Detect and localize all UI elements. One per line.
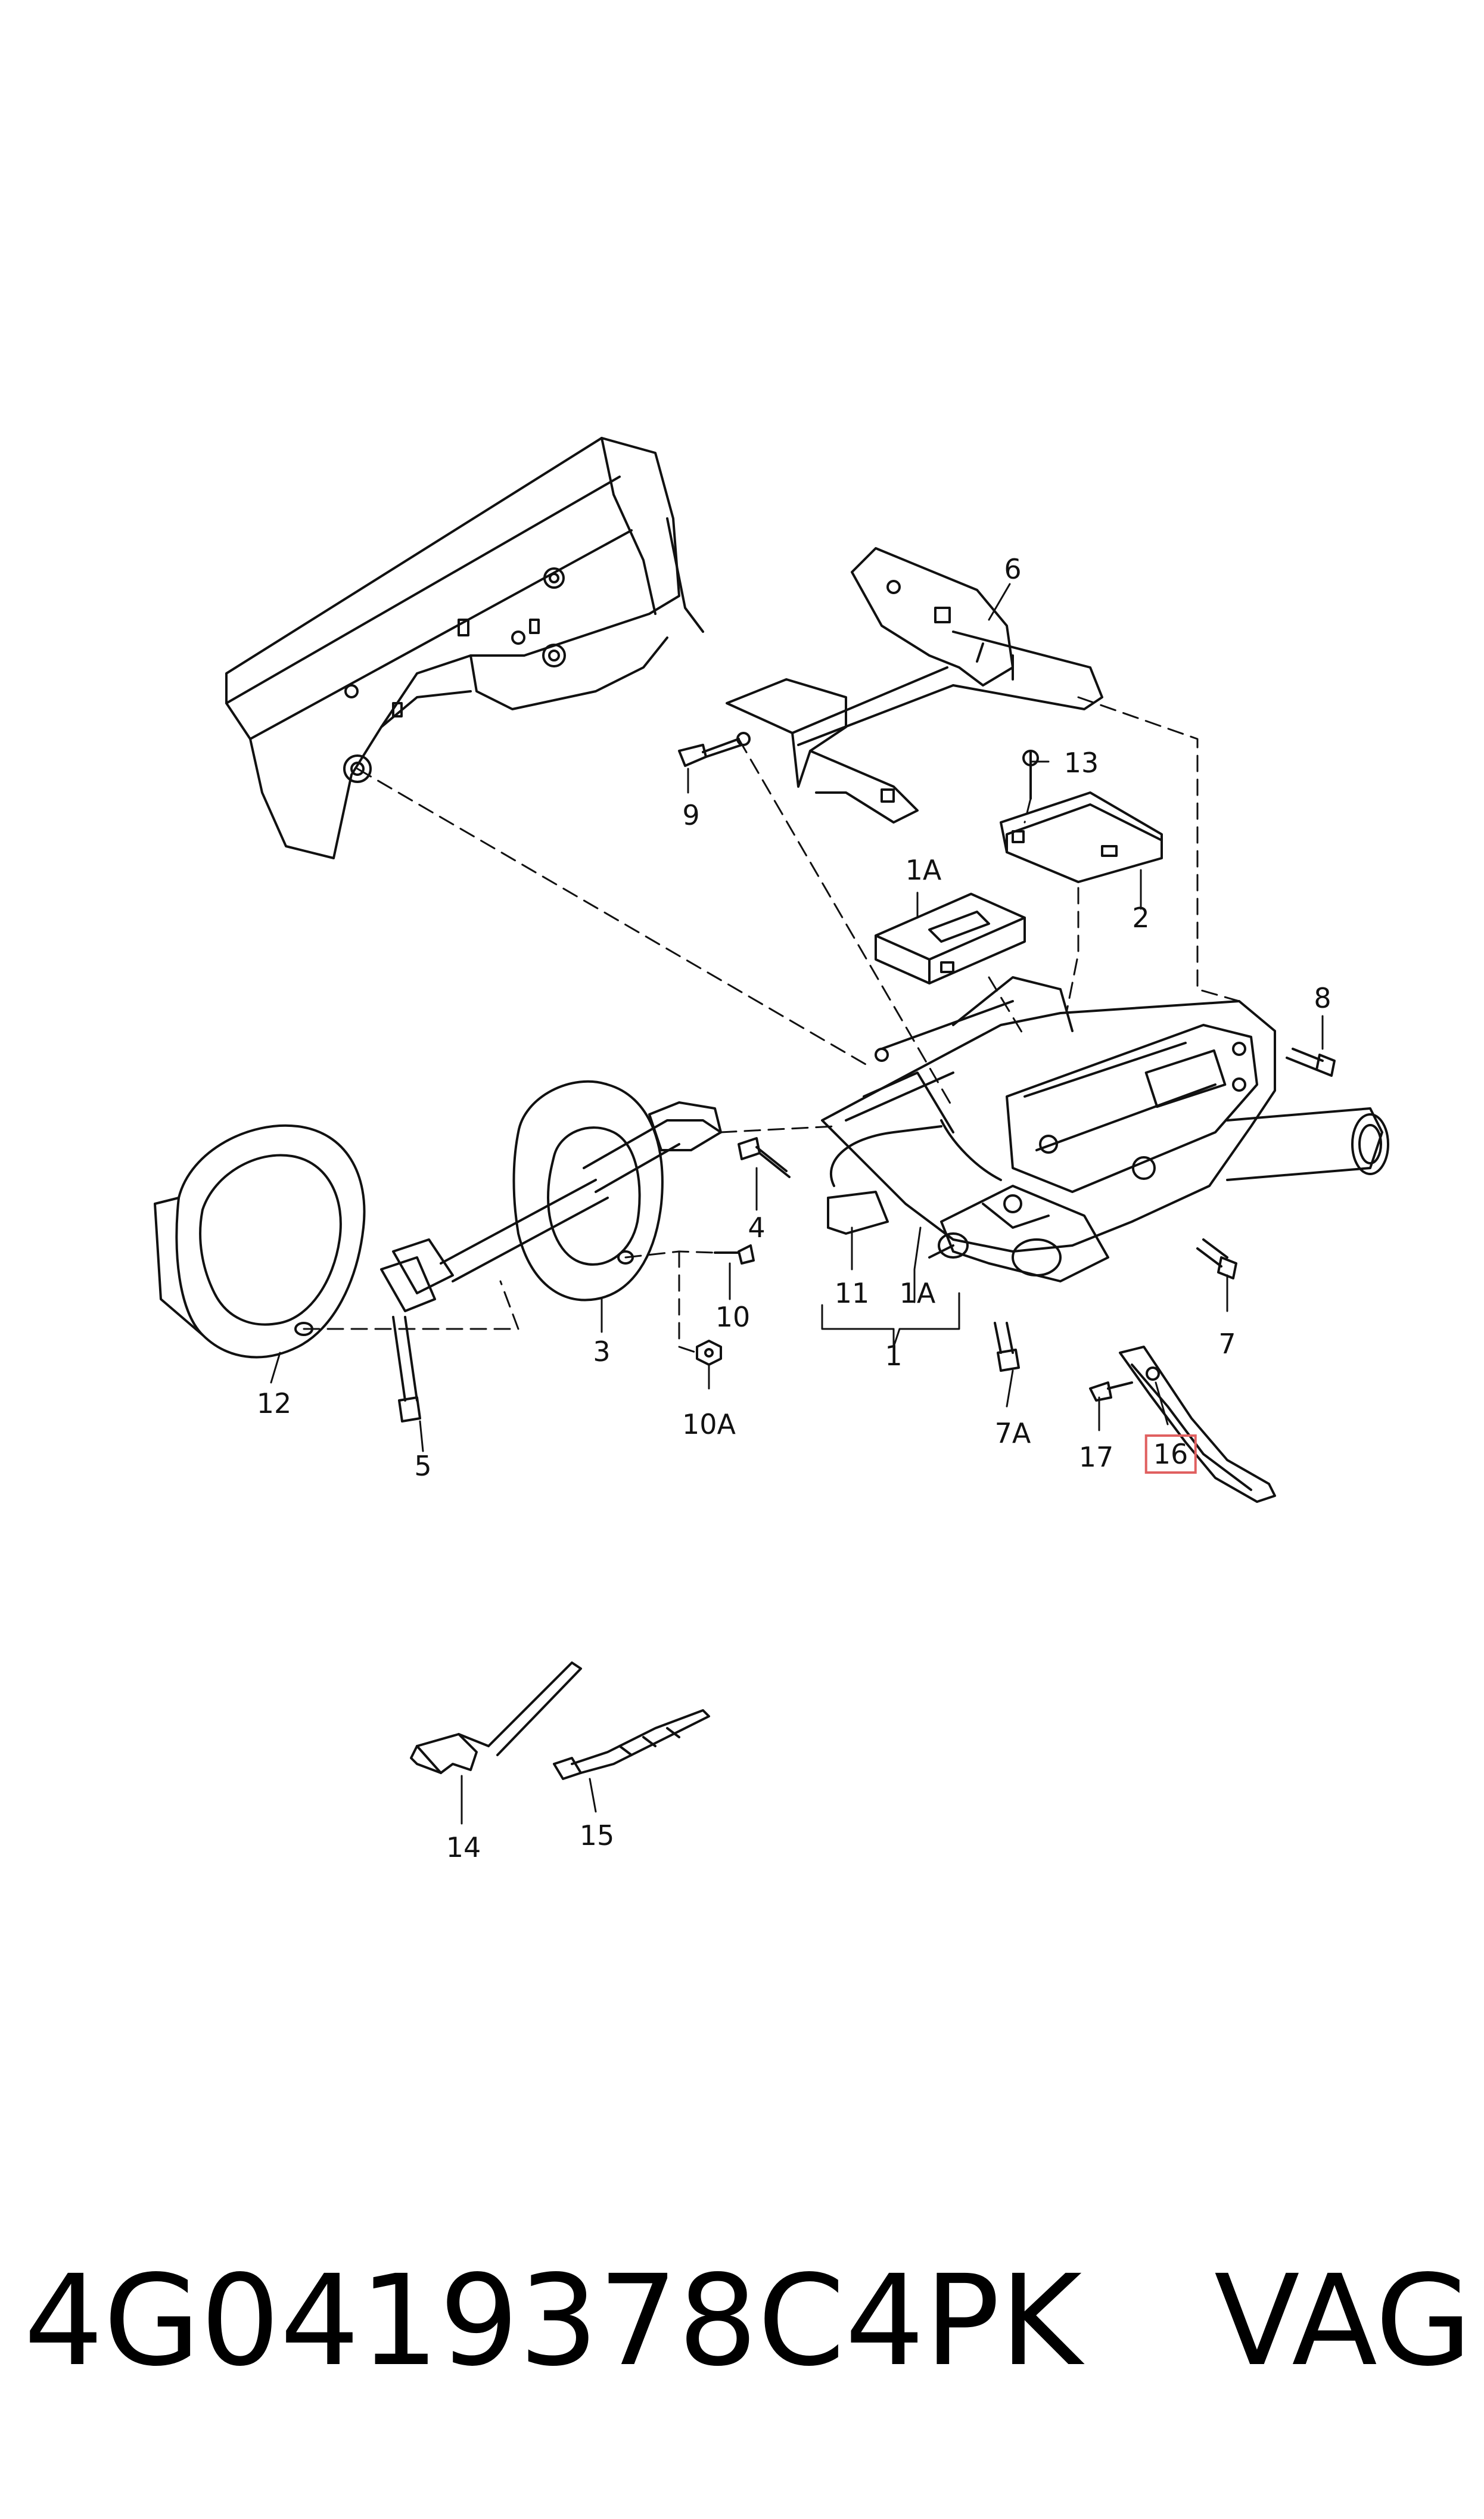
body-panel: [225, 437, 704, 859]
callout-7: 7: [1218, 1328, 1236, 1360]
callout-5: 5: [414, 1450, 432, 1482]
callout-8: 8: [1314, 982, 1331, 1014]
callout-14: 14: [446, 1831, 481, 1863]
adjustment-motor: [928, 1185, 1109, 1282]
callout-1: 1: [885, 1340, 903, 1372]
callout-4: 4: [748, 1212, 766, 1244]
callout-17: 17: [1078, 1441, 1114, 1473]
column-cover-12: [154, 1124, 366, 1359]
callout-10: 10: [715, 1301, 751, 1333]
leader-lines: [270, 583, 1324, 1825]
callout-2: 2: [1132, 902, 1150, 934]
nut-10a: [696, 1340, 722, 1366]
assembly-lines: [303, 696, 1240, 1354]
callout-15: 15: [579, 1819, 615, 1852]
boot-3: [512, 1080, 722, 1302]
intermediate-shaft: [380, 1179, 609, 1422]
bolt-7: [1196, 1238, 1237, 1279]
callout-13: 13: [1063, 747, 1099, 779]
bolt-4: [738, 1137, 791, 1178]
bolt-8: [1286, 1048, 1336, 1077]
callout-9: 9: [682, 799, 700, 831]
screw-17: [1089, 1381, 1133, 1402]
brand-name: VAG: [1214, 2248, 1472, 2394]
callout-16: 16: [1144, 1434, 1197, 1474]
connector-11: [827, 1125, 942, 1235]
module-1a: [875, 893, 1026, 984]
callout-7a: 7A: [994, 1417, 1031, 1449]
bolt-10: [714, 1244, 755, 1265]
cable-tie-15: [553, 1709, 710, 1780]
callout-1a-bottom: 1A: [899, 1277, 936, 1309]
part-number: 4G0419378C4PK: [24, 2248, 1082, 2394]
callout-12: 12: [256, 1387, 292, 1420]
cable-tie-14: [410, 1661, 582, 1774]
callout-3: 3: [593, 1335, 611, 1368]
callout-10a: 10A: [682, 1408, 736, 1440]
callout-1a-top: 1A: [905, 854, 942, 886]
steering-column: [821, 976, 1389, 1253]
cross-member: [726, 547, 1103, 824]
bolt-7a: [994, 1322, 1020, 1372]
callout-6: 6: [1004, 553, 1022, 585]
lever-16: [1119, 1346, 1276, 1503]
control-unit-2: [1000, 750, 1163, 883]
bolt-9: [678, 738, 743, 767]
callout-11: 11: [834, 1277, 870, 1309]
